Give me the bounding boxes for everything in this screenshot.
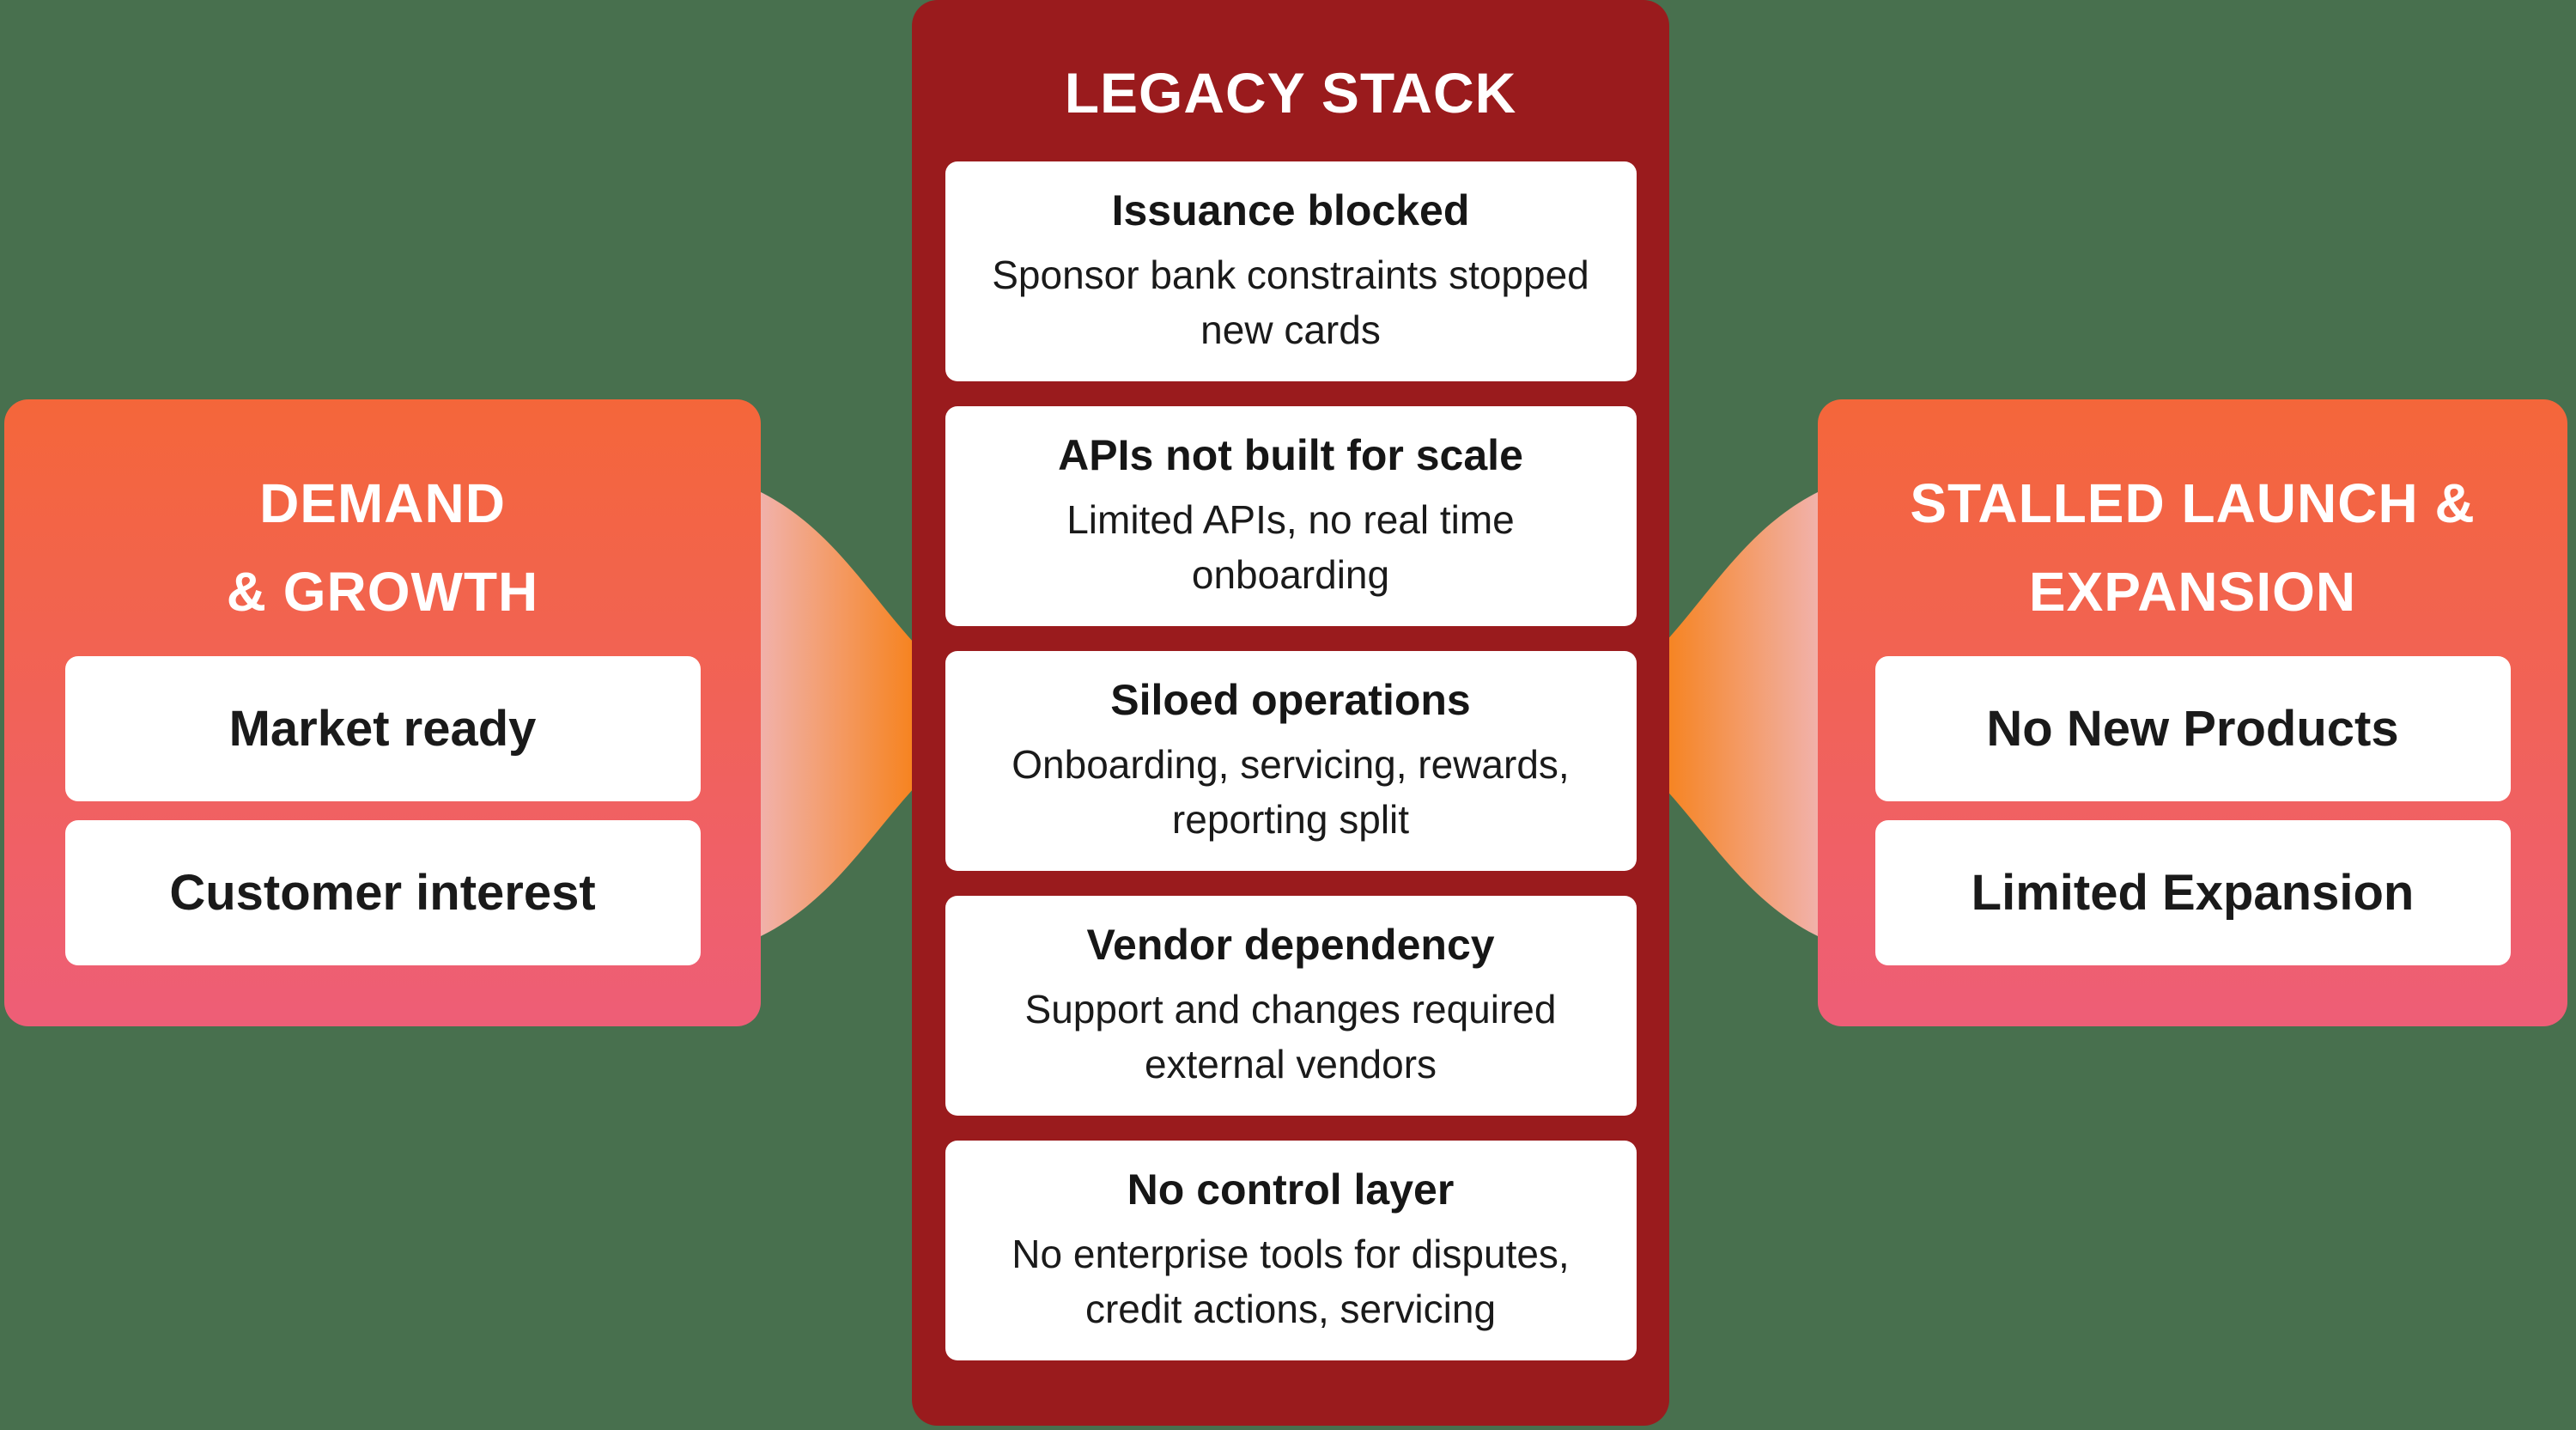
market-ready-label: Market ready	[228, 701, 537, 757]
stalled-launch-title: STALLED LAUNCH & EXPANSION	[1910, 472, 2476, 623]
no-new-products-box: No New Products	[1874, 656, 2511, 801]
no-control-layer-card: No control layer No enterprise tools for…	[945, 1141, 1637, 1360]
card-heading: Vendor dependency	[1086, 921, 1495, 969]
card-heading: No control layer	[1127, 1165, 1455, 1214]
card-body: Sponsor bank constraints stopped new car…	[992, 253, 1589, 352]
demand-growth-panel: DEMAND & GROWTH Market ready Customer in…	[4, 399, 761, 1026]
card-heading: APIs not built for scale	[1058, 431, 1523, 479]
card-body: Limited APIs, no real time onboarding	[1066, 497, 1515, 597]
right-funnel-connector	[1665, 491, 1820, 937]
market-ready-box: Market ready	[64, 656, 701, 801]
issuance-blocked-card: Issuance blocked Sponsor bank constraint…	[945, 161, 1637, 381]
card-body: Support and changes required external ve…	[1024, 987, 1557, 1086]
legacy-stack-title: LEGACY STACK	[1064, 61, 1517, 125]
demand-growth-title: DEMAND & GROWTH	[226, 472, 539, 623]
customer-interest-box: Customer interest	[64, 820, 701, 965]
siloed-operations-card: Siloed operations Onboarding, servicing,…	[945, 651, 1637, 871]
card-body: No enterprise tools for disputes, credit…	[1012, 1232, 1570, 1331]
card-heading: Siloed operations	[1110, 676, 1471, 724]
limited-expansion-label: Limited Expansion	[1971, 865, 2415, 921]
limited-expansion-box: Limited Expansion	[1874, 820, 2511, 965]
apis-not-built-card: APIs not built for scale Limited APIs, n…	[945, 406, 1637, 626]
stalled-launch-panel: STALLED LAUNCH & EXPANSION No New Produc…	[1818, 399, 2567, 1026]
legacy-stack-panel: LEGACY STACK Issuance blocked Sponsor ba…	[912, 0, 1669, 1426]
card-heading: Issuance blocked	[1111, 186, 1470, 234]
vendor-dependency-card: Vendor dependency Support and changes re…	[945, 896, 1637, 1116]
no-new-products-label: No New Products	[1986, 701, 2399, 757]
left-funnel-connector	[759, 491, 914, 937]
card-body: Onboarding, servicing, rewards, reportin…	[1012, 742, 1570, 842]
customer-interest-label: Customer interest	[169, 865, 596, 921]
